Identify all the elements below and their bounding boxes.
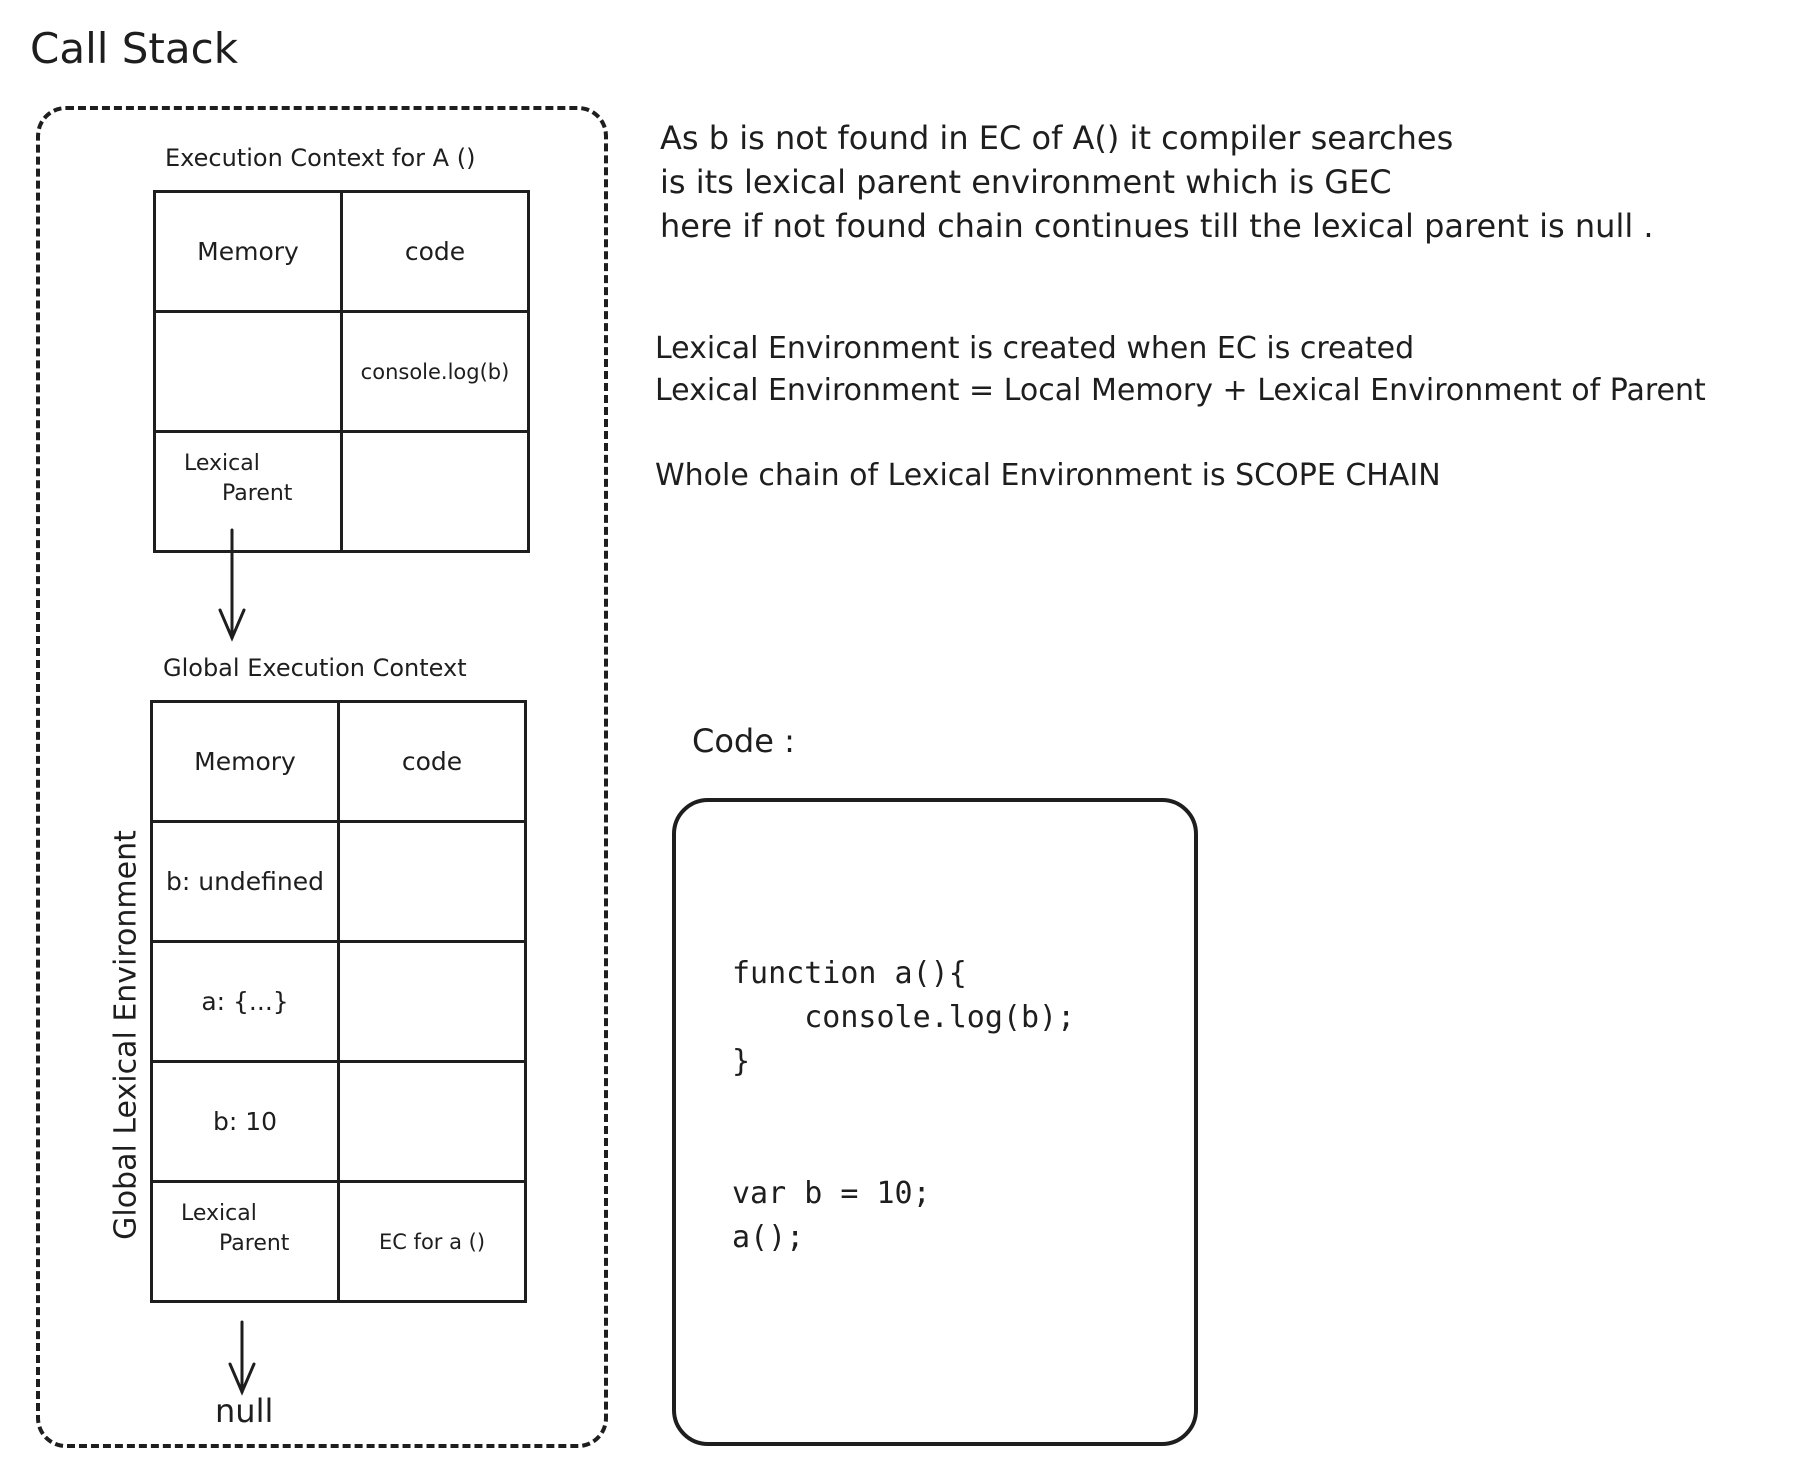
null-label: null <box>215 1392 274 1430</box>
ec-a-code-cell: console.log(b) <box>343 313 530 433</box>
gec-code-empty-1 <box>340 823 527 943</box>
note-line: Lexical Environment is created when EC i… <box>655 331 1415 366</box>
code-line: console.log(b); <box>732 1000 1076 1035</box>
lexical-label-line2: Parent <box>219 1231 290 1256</box>
ec-a-code-header: code <box>343 193 530 313</box>
code-line <box>732 1084 1075 1128</box>
arrow-ec-a-to-gec <box>218 528 246 642</box>
lexical-label-line1: Lexical <box>181 1201 257 1226</box>
gec-memory-header: Memory <box>153 703 340 823</box>
ec-a-memory-cell <box>156 313 343 433</box>
gec-code-ec-for-a: EC for a () <box>340 1183 527 1303</box>
lexical-label-line2: Parent <box>222 481 293 506</box>
lexical-label-line1: Lexical <box>184 451 260 476</box>
note-paragraph-1: As b is not found in EC of A() it compil… <box>660 116 1654 248</box>
code-label: Code : <box>692 722 795 760</box>
call-stack-title: Call Stack <box>30 24 239 73</box>
code-block: function a(){ console.log(b);} var b = 10… <box>732 952 1075 1260</box>
gec-code-empty-3 <box>340 1063 527 1183</box>
ec-a-table: Memory code console.log(b) Lexical Paren… <box>153 190 530 553</box>
ec-a-memory-header: Memory <box>156 193 343 313</box>
gec-table: Memory code b: undefined a: {...} b: 10 … <box>150 700 527 1303</box>
gec-code-header: code <box>340 703 527 823</box>
ec-a-title: Execution Context for A () <box>165 144 476 172</box>
gec-title: Global Execution Context <box>163 654 467 682</box>
note-line: As b is not found in EC of A() it compil… <box>660 119 1454 157</box>
code-line: var b = 10; <box>732 1176 931 1211</box>
ec-a-lexical-parent: Lexical Parent <box>156 433 343 553</box>
gec-memory-b-undefined: b: undefined <box>153 823 340 943</box>
gec-memory-b-10: b: 10 <box>153 1063 340 1183</box>
code-line: function a(){ <box>732 956 967 991</box>
gec-code-empty-2 <box>340 943 527 1063</box>
call-stack-container <box>36 106 608 1448</box>
ec-a-empty-cell <box>343 433 530 553</box>
gec-memory-a: a: {...} <box>153 943 340 1063</box>
code-line <box>732 1128 1075 1172</box>
code-box: function a(){ console.log(b);} var b = 10… <box>672 798 1198 1446</box>
arrow-gec-to-null <box>228 1320 256 1396</box>
note-paragraph-3: Whole chain of Lexical Environment is SC… <box>655 458 1441 493</box>
note-line: Lexical Environment = Local Memory + Lex… <box>655 373 1706 408</box>
note-paragraph-2: Lexical Environment is created when EC i… <box>655 328 1706 412</box>
gec-lexical-parent: Lexical Parent <box>153 1183 340 1303</box>
note-line: is its lexical parent environment which … <box>660 163 1392 201</box>
note-line: here if not found chain continues till t… <box>660 207 1654 245</box>
code-line: a(); <box>732 1220 805 1255</box>
code-line: } <box>732 1044 751 1079</box>
